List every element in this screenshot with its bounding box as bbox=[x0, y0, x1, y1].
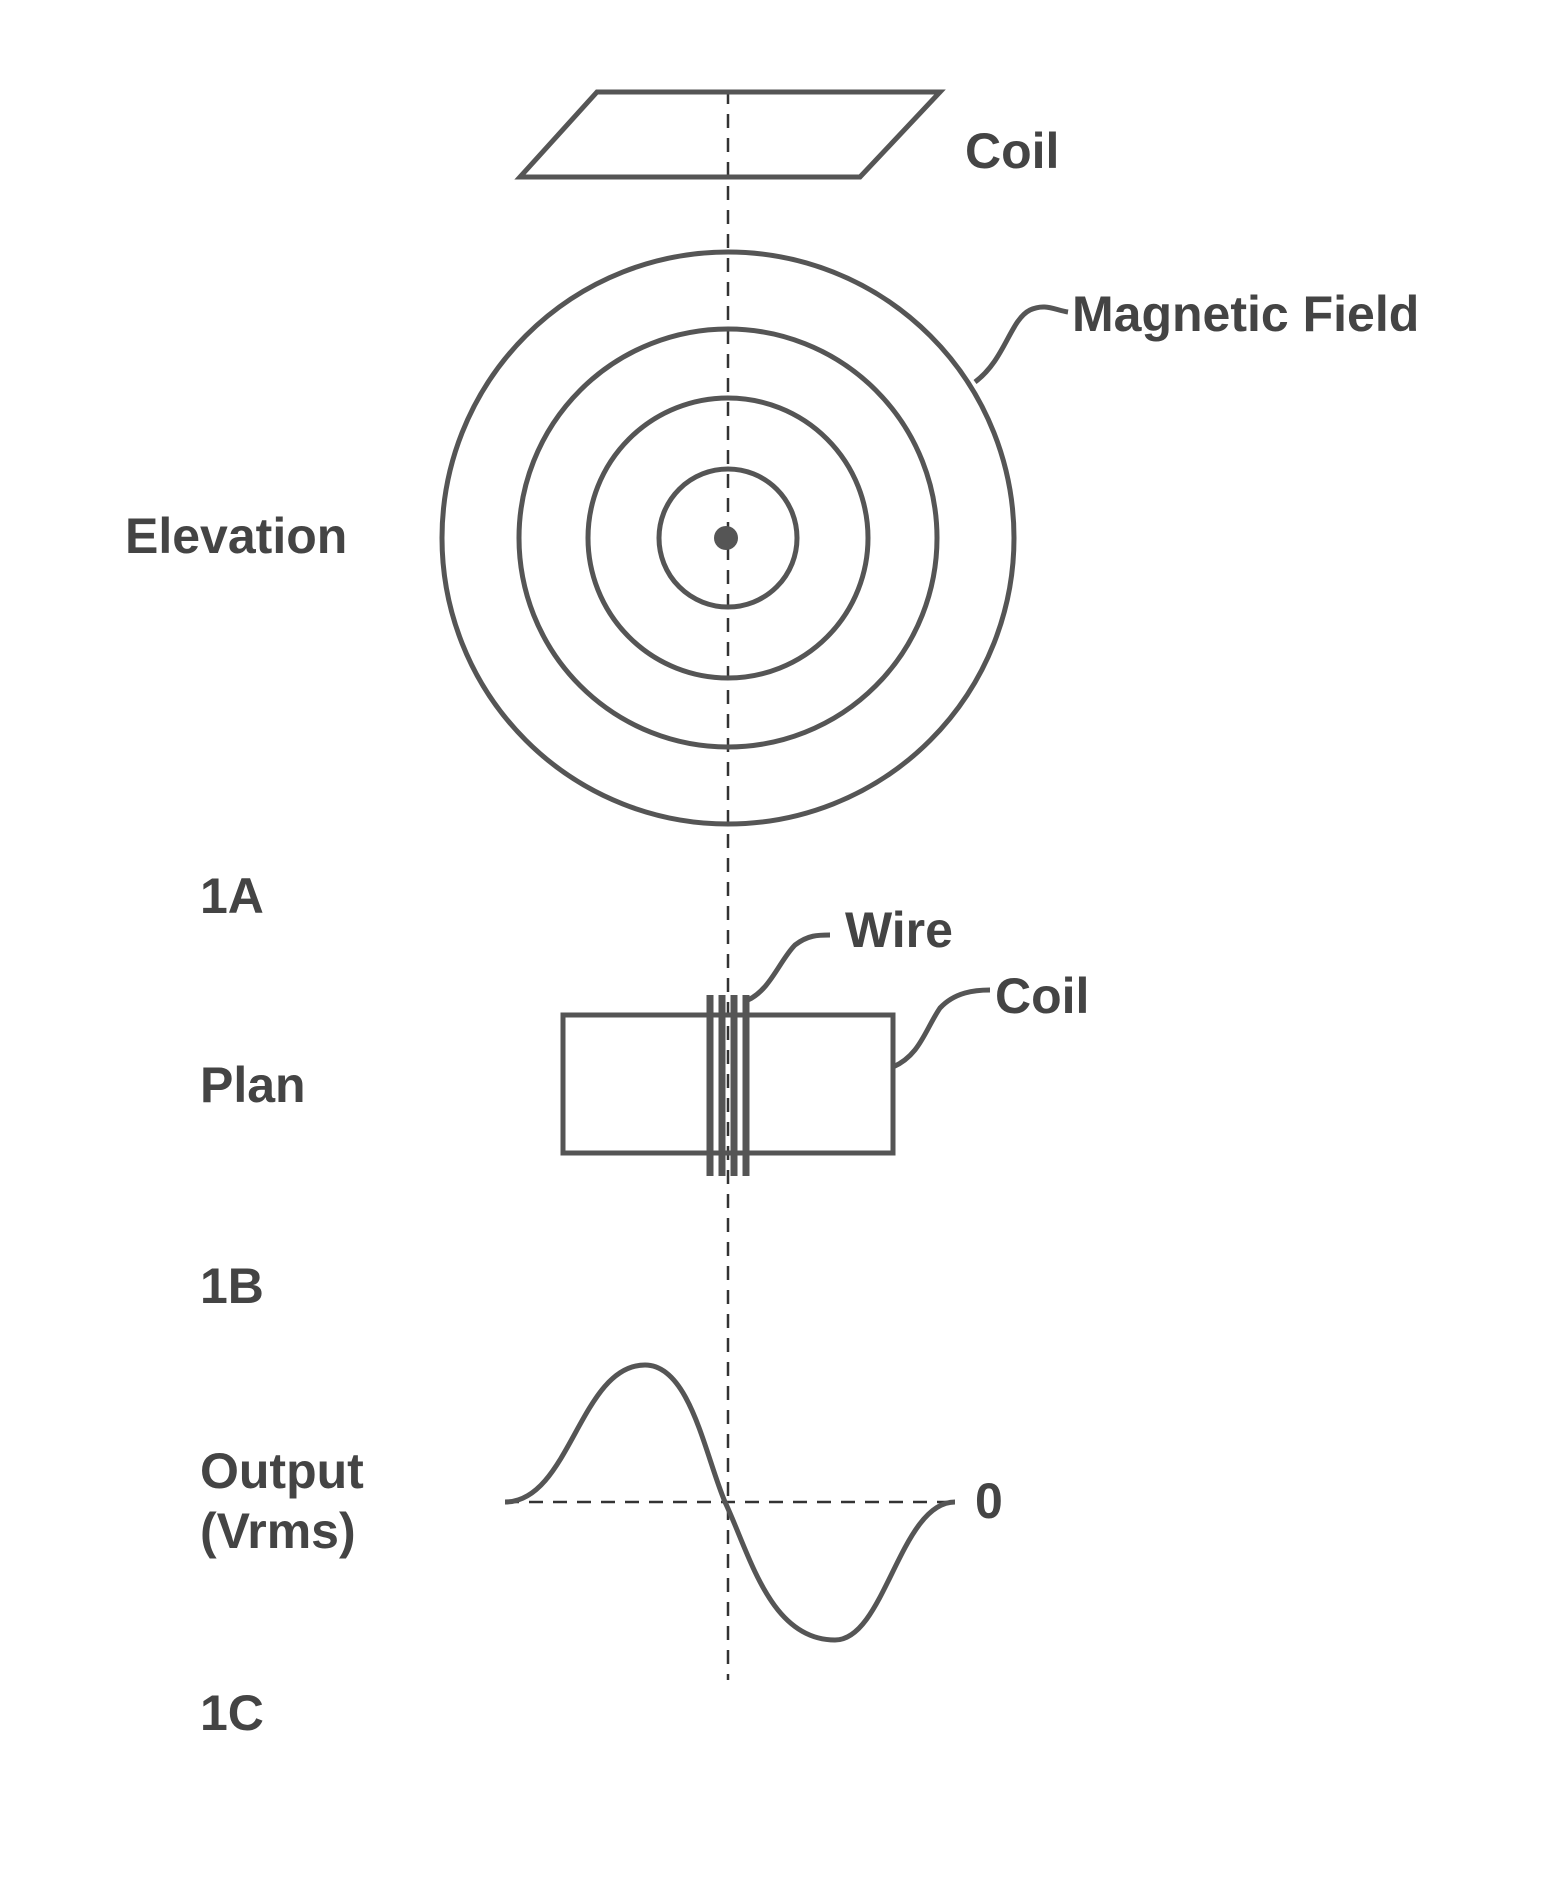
zero-label: 0 bbox=[975, 1473, 1003, 1529]
wire-leader bbox=[748, 935, 830, 1000]
output-label-line2: (Vrms) bbox=[200, 1503, 356, 1559]
magnetic-field-label: Magnetic Field bbox=[1072, 286, 1419, 342]
elevation-label: Elevation bbox=[125, 508, 347, 564]
plan-label: Plan bbox=[200, 1057, 306, 1113]
coil-parallelogram bbox=[520, 92, 940, 177]
coil-top-label: Coil bbox=[965, 123, 1059, 179]
figure-1b-label: 1B bbox=[200, 1258, 264, 1314]
coil-plan-label: Coil bbox=[995, 968, 1089, 1024]
output-label-line1: Output bbox=[200, 1443, 364, 1499]
coil-plan-leader bbox=[893, 990, 990, 1067]
figure-1c-label: 1C bbox=[200, 1685, 264, 1741]
wire-cross-section-dot bbox=[714, 526, 738, 550]
wire-label: Wire bbox=[845, 902, 953, 958]
magnetic-field-leader bbox=[975, 307, 1068, 382]
figure-1a-label: 1A bbox=[200, 868, 264, 924]
